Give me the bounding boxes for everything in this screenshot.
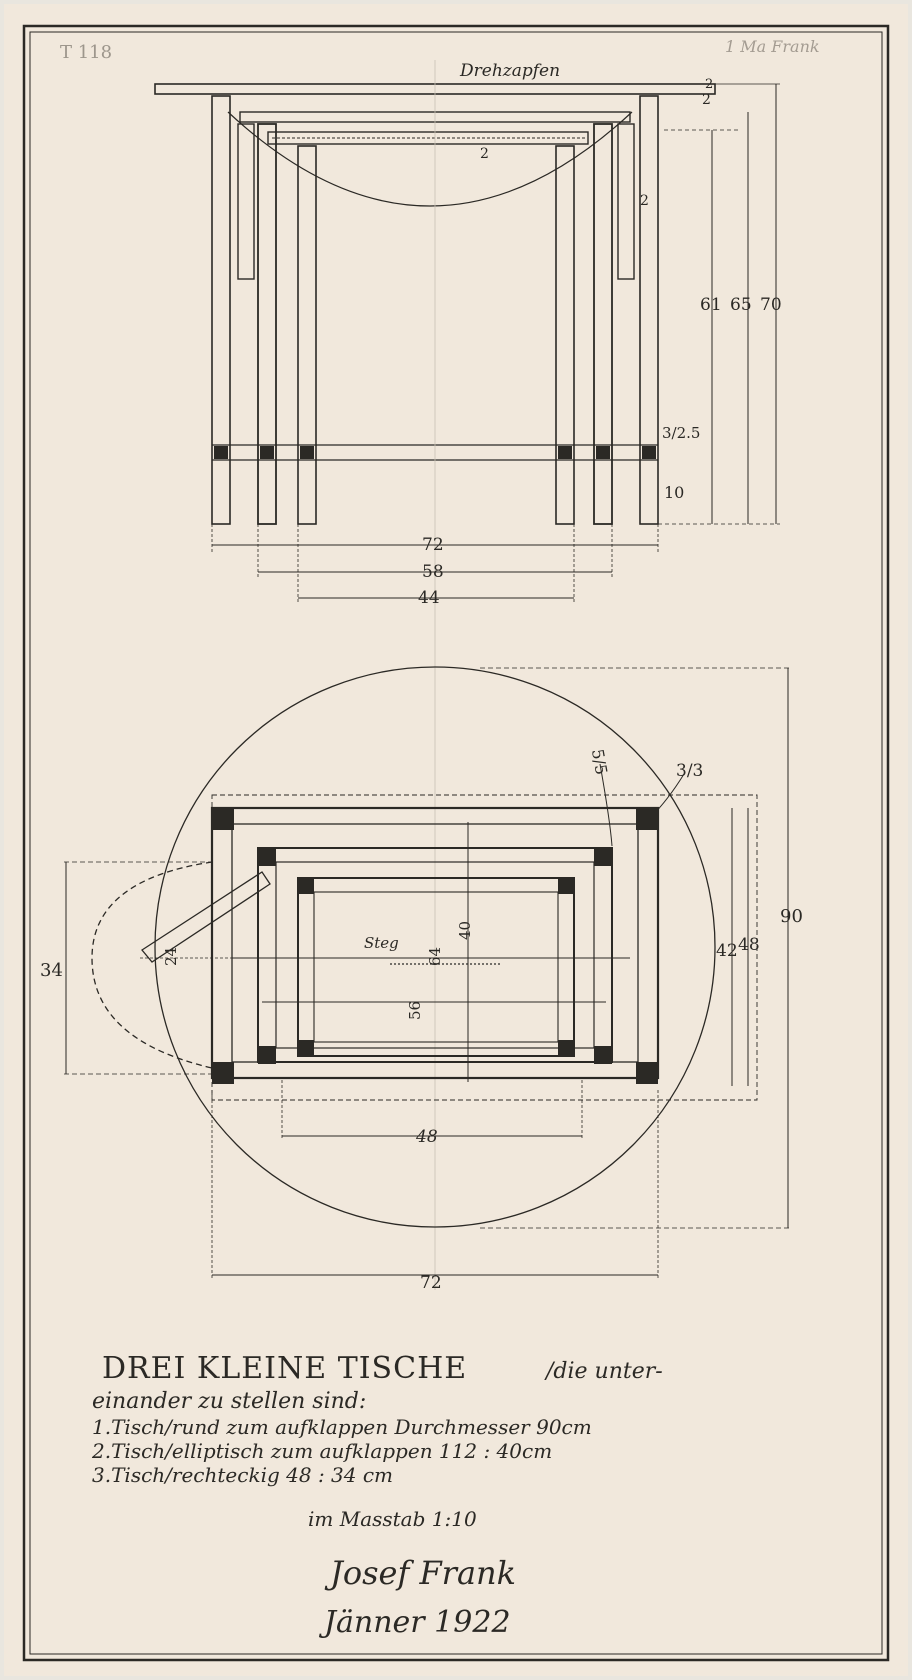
dim-width-72: 72 — [422, 535, 444, 555]
table3-top — [267, 131, 589, 145]
dim-diameter-90: 90 — [780, 906, 803, 927]
leg-outer-right — [639, 95, 659, 525]
dim-width-58: 58 — [422, 562, 444, 582]
dim-height-70: 70 — [760, 295, 782, 315]
title-item2: 2.Tisch/elliptisch zum aufklappen 112 : … — [91, 1439, 552, 1463]
folding-arm — [141, 871, 271, 963]
round-table-outline — [154, 666, 716, 1228]
dim-side-gap: 2 — [480, 146, 489, 162]
dim-left-34: 34 — [40, 960, 63, 981]
elevation-view — [154, 60, 780, 1290]
leg-inner-right — [555, 145, 575, 525]
signature: Josef Frank — [324, 1554, 516, 1592]
leg-inner-left — [297, 145, 317, 525]
dim-42: 42 — [716, 941, 738, 961]
leg-mid-left — [257, 123, 277, 525]
steg-label: Steg — [364, 934, 399, 952]
leg-outer-left — [211, 95, 231, 525]
dim-rail-offset: 10 — [664, 483, 684, 502]
dim-bottom-72: 72 — [420, 1273, 442, 1293]
dim-top-gap: 2 — [702, 92, 711, 108]
title-item3: 3.Tisch/rechteckig 48 : 34 cm — [92, 1463, 393, 1487]
frame-inner — [297, 877, 575, 1057]
elliptic-leaf — [91, 861, 213, 1069]
frame-outer — [210, 806, 660, 1080]
title-heading-cont: /die unter- — [544, 1359, 663, 1384]
corner-mark-left: T 118 — [60, 42, 112, 63]
dim-rail-section: 3/2.5 — [662, 424, 700, 442]
dim-64: 64 — [426, 947, 444, 966]
dim-height-61: 61 — [700, 295, 722, 315]
sheet-border — [22, 24, 890, 1662]
leaf-left — [237, 123, 255, 280]
dim-side-right: 2 — [640, 193, 649, 209]
scale-note: im Masstab 1:10 — [308, 1507, 477, 1531]
dim-width-44: 44 — [418, 588, 440, 608]
plan-view — [64, 666, 792, 1280]
dim-left-24: 24 — [162, 947, 180, 966]
title-item1: 1.Tisch/rund zum aufklappen Durchmesser … — [92, 1415, 592, 1439]
title-heading: DREI KLEINE TISCHE — [102, 1351, 467, 1386]
leg-mid-right — [593, 123, 613, 525]
dim-corner-5-5: 5/5 — [588, 748, 611, 777]
dim-48-vertical: 48 — [738, 935, 760, 955]
dim-bottom-48: 48 — [415, 1127, 438, 1147]
drehzapfen-label: Drehzapfen — [459, 61, 560, 81]
title-line2: einander zu stellen sind: — [92, 1389, 366, 1414]
dim-inner-gap: 2 — [705, 77, 713, 92]
dim-height-65: 65 — [730, 295, 752, 315]
frame-middle — [257, 847, 613, 1063]
corner-mark-right: 1 Ma Frank — [725, 37, 820, 56]
date: Jänner 1922 — [318, 1605, 511, 1640]
dim-corner-3-3: 3/3 — [676, 761, 703, 781]
paper — [4, 4, 908, 1676]
leaf-right — [617, 123, 635, 280]
dim-56: 56 — [406, 1001, 424, 1020]
folding-leaf-arc — [227, 111, 633, 207]
dim-40: 40 — [456, 921, 474, 940]
